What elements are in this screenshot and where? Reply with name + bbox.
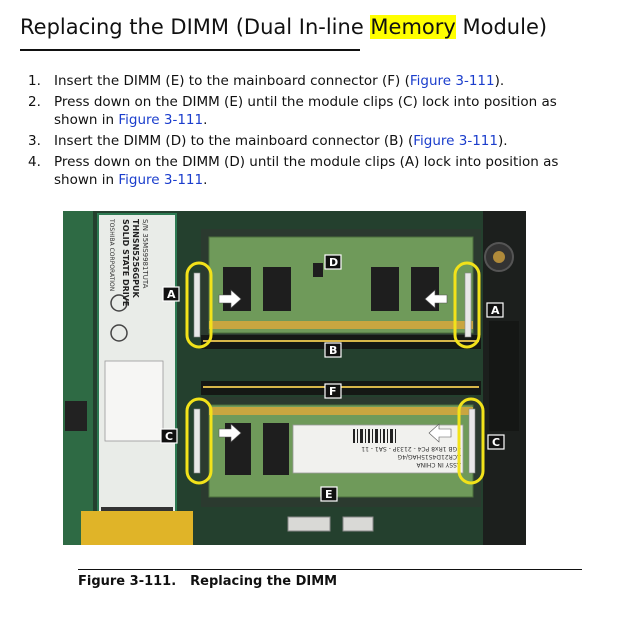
ssd-label-maker: TOSHIBA CORPORATION: [108, 218, 115, 291]
step-number: 2.: [28, 94, 41, 110]
page-title: Replacing the DIMM (Dual In-line Memory …: [20, 12, 547, 42]
callout-d: D: [324, 254, 342, 270]
clip-ring-c-right: [457, 397, 485, 485]
step-text: Insert the DIMM (D) to the mainboard con…: [54, 133, 414, 149]
connector-b-pins: [203, 340, 479, 342]
title-text-after: Module): [455, 15, 548, 39]
clip-c-left: [193, 408, 201, 474]
module-clips: [193, 272, 476, 474]
step-item: 2. Press down on the DIMM (E) until the m…: [28, 93, 588, 129]
clip-highlights: [185, 261, 485, 485]
dimm-photo-svg: SOLID STATE DRIVE THNSN5256GPUK S/N 35MS…: [63, 211, 526, 545]
dram-chip: [371, 267, 399, 311]
arrow-left-icon: [424, 289, 448, 309]
ssd-label-line3: S/N 35MS9981TUTA: [141, 219, 149, 289]
screw-icon: [493, 251, 505, 263]
ssd-module: SOLID STATE DRIVE THNSN5256GPUK S/N 35MS…: [97, 213, 177, 519]
svg-text:F: F: [329, 385, 337, 398]
callout-f: F: [324, 383, 342, 399]
ssd-label-line2: THNSN5256GPUK: [131, 219, 140, 298]
ssd-cert-panel: [104, 360, 164, 442]
dram-chip: [263, 267, 291, 311]
dimm-photo: SOLID STATE DRIVE THNSN5256GPUK S/N 35MS…: [63, 211, 526, 545]
title-highlight: Memory: [370, 15, 456, 39]
ssd-label-line1: SOLID STATE DRIVE: [121, 219, 130, 306]
arrow-left-icon: [428, 423, 452, 443]
svg-text:B: B: [329, 344, 337, 357]
barcode: [353, 429, 396, 443]
title-underline: [20, 49, 360, 51]
caption-number: Figure 3-111.: [78, 574, 177, 589]
svg-text:C: C: [492, 436, 500, 449]
dimm-label-line2: ACR21D4S15HAG/4G: [397, 453, 461, 460]
step-text-end: ).: [497, 133, 508, 149]
callout-b: B: [324, 342, 342, 358]
svg-text:C: C: [165, 430, 173, 443]
caption-rule: [78, 569, 582, 570]
spd-chip: [313, 263, 323, 277]
figure-link[interactable]: Figure 3-111: [118, 172, 204, 188]
cert-icon: [110, 324, 128, 342]
figure-caption: Figure 3-111. Replacing the DIMM: [78, 574, 337, 589]
cert-icon: [110, 294, 128, 312]
svg-text:A: A: [167, 288, 176, 301]
figure-link[interactable]: Figure 3-111: [118, 112, 204, 128]
dimm-upper: [201, 229, 481, 349]
title-text-before: Replacing the DIMM (Dual In-line: [20, 15, 371, 39]
step-item: 3. Insert the DIMM (D) to the mainboard c…: [28, 132, 588, 150]
step-text-end: .: [203, 112, 208, 128]
dimm-d-contacts: [209, 321, 473, 329]
dram-chip: [263, 423, 289, 475]
clip-ring-a-right: [453, 261, 481, 349]
step-text: Press down on the DIMM (D) until the mod…: [54, 154, 559, 188]
arrow-right-icon: [218, 423, 242, 443]
clip-ring-a-left: [185, 261, 213, 349]
chip-left: [65, 401, 87, 431]
bottom-connector: [287, 516, 331, 532]
step-number: 1.: [28, 73, 41, 89]
callout-a-right: A: [486, 302, 504, 318]
figure-link[interactable]: Figure 3-111: [409, 73, 495, 89]
bottom-connector: [342, 516, 374, 532]
dimm-e-contacts: [209, 407, 473, 415]
step-item: 4. Press down on the DIMM (D) until the m…: [28, 153, 588, 189]
clip-c-right: [468, 408, 476, 474]
clip-ring-c-left: [185, 397, 213, 485]
step-text: Insert the DIMM (E) to the mainboard con…: [54, 73, 410, 89]
arrow-right-icon: [218, 289, 242, 309]
callout-c-left: C: [160, 428, 178, 444]
callout-a-left: A: [162, 286, 180, 302]
step-text-end: .: [203, 172, 208, 188]
clip-a-left: [193, 272, 201, 338]
svg-text:A: A: [491, 304, 500, 317]
step-list: 1. Insert the DIMM (E) to the mainboard c…: [28, 72, 588, 192]
step-number: 3.: [28, 133, 41, 149]
chassis-rail: [489, 321, 519, 431]
step-text-end: ).: [494, 73, 505, 89]
clip-a-right: [464, 272, 472, 338]
step-text: Press down on the DIMM (E) until the mod…: [54, 94, 557, 128]
push-arrows: [218, 289, 452, 443]
caption-text: Replacing the DIMM: [190, 574, 338, 589]
mainboard-edge-left: [63, 211, 93, 545]
dimm-label-line3: ASSY IN CHINA: [416, 461, 461, 468]
callout-e: E: [320, 486, 338, 502]
step-number: 4.: [28, 154, 41, 170]
yellow-tape: [81, 511, 193, 545]
callout-c-right: C: [487, 434, 505, 450]
dimm-lower: 4GB 1Rx8 PC4 - 2133P - SA1 - 11 ACR21D4S…: [201, 381, 481, 507]
svg-text:E: E: [325, 488, 333, 501]
dimm-label-line1: 4GB 1Rx8 PC4 - 2133P - SA1 - 11: [361, 445, 461, 452]
svg-text:D: D: [329, 256, 338, 269]
figure-link[interactable]: Figure 3-111: [413, 133, 498, 149]
step-item: 1. Insert the DIMM (E) to the mainboard c…: [28, 72, 588, 90]
dram-chip: [223, 267, 251, 311]
